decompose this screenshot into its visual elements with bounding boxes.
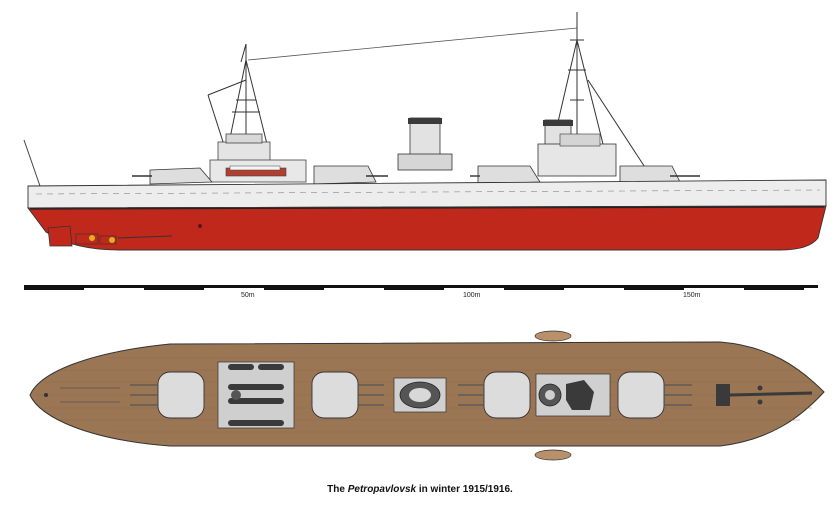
hull-upperworks bbox=[27, 179, 827, 209]
profile-turrets bbox=[149, 165, 681, 185]
caption-lead: The bbox=[327, 484, 348, 495]
aft-funnel bbox=[537, 119, 617, 177]
hull-red-underwater bbox=[27, 205, 827, 251]
plan-stern-details bbox=[44, 387, 120, 403]
plan-view bbox=[29, 330, 825, 461]
plan-aft-funnel bbox=[535, 373, 611, 417]
fore-mast bbox=[207, 43, 269, 149]
waterline bbox=[29, 206, 825, 210]
scale-label-100m: 100m bbox=[463, 292, 481, 299]
antenna-wire bbox=[247, 27, 578, 61]
caption-ship-name: Petropavlovsk bbox=[347, 484, 417, 495]
profile-view bbox=[23, 12, 827, 251]
hull-port bbox=[198, 224, 202, 228]
scale-label-50m: 50m bbox=[241, 292, 255, 299]
plan-turret-guns bbox=[130, 384, 692, 406]
scale-label-150m: 150m bbox=[683, 292, 701, 299]
boat-bottom bbox=[534, 449, 572, 461]
caption-tail: in winter 1915/1916. bbox=[416, 484, 513, 495]
scale-bar: 50m 100m 150m bbox=[24, 285, 818, 299]
boat-top bbox=[534, 330, 572, 342]
plan-fore-superstructure bbox=[217, 361, 295, 429]
main-mast bbox=[551, 12, 651, 176]
plan-turrets bbox=[157, 371, 665, 419]
plan-bow-gear bbox=[716, 384, 813, 406]
plan-forward-funnel bbox=[393, 377, 447, 413]
casemate-line bbox=[35, 189, 821, 195]
bow-jackstaff bbox=[23, 139, 41, 187]
propellers-rudder bbox=[47, 225, 173, 247]
figure-caption: The Petropavlovsk in winter 1915/1916. bbox=[0, 484, 840, 495]
forward-funnel bbox=[397, 117, 453, 171]
fore-superstructure bbox=[209, 133, 307, 183]
